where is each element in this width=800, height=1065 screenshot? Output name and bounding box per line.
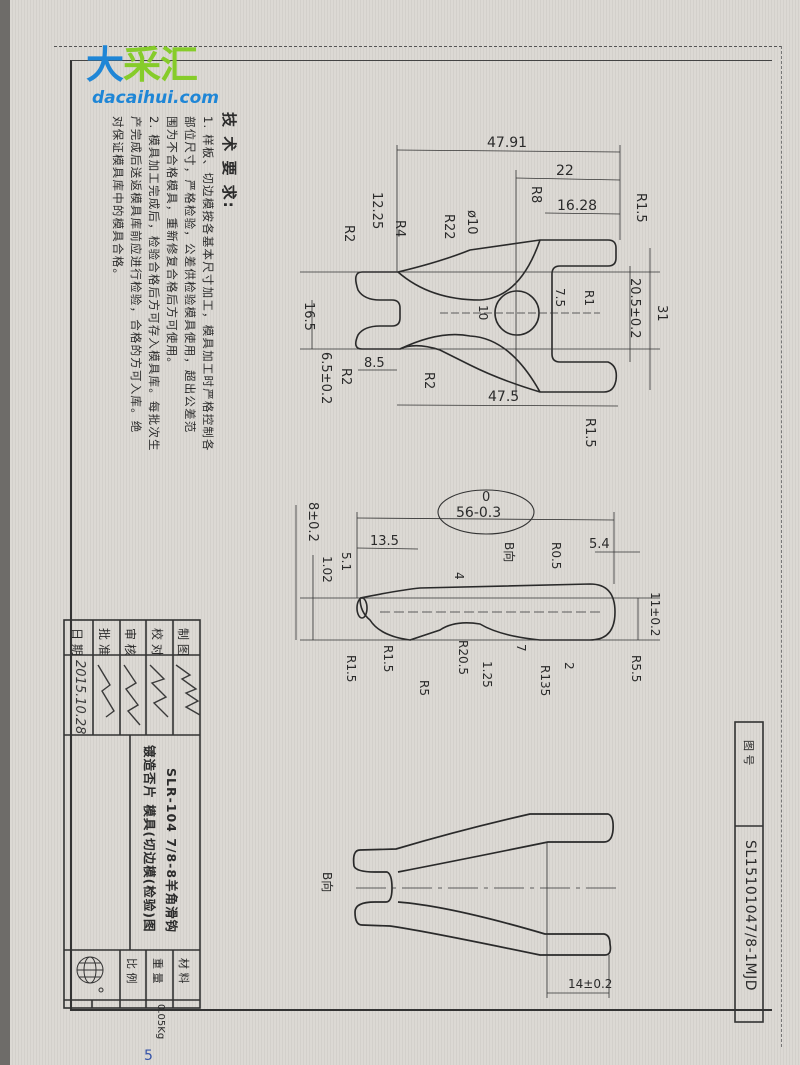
dim-label: R1.5 xyxy=(344,655,358,683)
drawing-number-value: SL15101047/8-1MJD xyxy=(742,840,758,992)
dim-label: R1.5 xyxy=(582,418,597,448)
dim-label: 20.5±0.2 xyxy=(627,278,642,339)
b-direction-label: B向 xyxy=(502,542,516,563)
dim-label: 1.25 xyxy=(480,661,494,688)
scanner-edge-shadow xyxy=(0,0,12,1065)
dim-label: R5 xyxy=(417,680,431,696)
dim-label: R4 xyxy=(392,220,407,238)
dim-label: 11±0.2 xyxy=(648,592,662,637)
title-block-label-material: 材 料 xyxy=(177,958,190,984)
view-b-label: B向 xyxy=(320,872,334,893)
dim-label: R2 xyxy=(338,368,353,386)
dim-label: R20.5 xyxy=(456,640,470,676)
view-b-dimension-lines xyxy=(356,842,620,998)
title-block-label-drafted: 制 图 xyxy=(176,628,190,656)
watermark-chars-green: 采汇 xyxy=(123,43,198,87)
dim-label: R0.5 xyxy=(549,542,563,570)
overall-dim-upper: 0 xyxy=(482,490,491,505)
sheet-outer-border xyxy=(54,46,782,1047)
title-block-date-value: 2015.10.28 xyxy=(72,660,87,735)
dim-label: 6.5±0.2 xyxy=(318,352,333,405)
dim-label: R2 xyxy=(341,225,356,243)
title-block-weight-value: 0.05Kg xyxy=(155,1004,166,1040)
drawing-title-line-1: SLR-104 7/8-8羊角滑钩 xyxy=(164,768,179,934)
drawing-number-label: 图 号 xyxy=(742,740,755,766)
top-view-dimension-lines xyxy=(300,145,660,407)
title-block-label-weight: 重 量 xyxy=(151,958,164,984)
dim-label: R1.5 xyxy=(381,645,395,673)
dim-label: 31 xyxy=(654,305,669,322)
view-b-outline xyxy=(352,813,614,956)
dim-label: 2 xyxy=(562,662,576,670)
drawing-sheet xyxy=(10,0,800,1065)
dim-label: 16.28 xyxy=(557,198,598,214)
title-block-label-reviewed: 审 核 xyxy=(123,628,137,656)
watermark-url: dacaihui.com xyxy=(92,88,219,108)
watermark-brand-cn: 大采汇 xyxy=(86,43,198,87)
dim-label: R22 xyxy=(441,214,456,240)
watermark-char-blue: 大 xyxy=(86,43,124,87)
handwritten-mark: 5 xyxy=(144,1048,153,1064)
drawing-title-line-2: 镀造否片 模具(切边模(检验)图 xyxy=(142,745,157,933)
title-block-grid xyxy=(63,619,764,1023)
dim-label: 4 xyxy=(452,572,466,580)
dim-label: R5.5 xyxy=(629,655,643,683)
dim-label: 12.25 xyxy=(369,192,384,230)
view-b-dimension: 14±0.2 xyxy=(568,977,613,991)
dim-label: R1.5 xyxy=(633,193,648,223)
dim-label: 13.5 xyxy=(370,534,399,549)
dim-label: R2 xyxy=(421,372,436,390)
title-block-label-checked: 校 对 xyxy=(150,628,164,656)
dim-label: 5.1 xyxy=(339,552,353,572)
dim-label: 47.91 xyxy=(487,135,528,151)
dim-label: 7 xyxy=(514,644,528,652)
dim-label: 16.5 xyxy=(301,302,316,331)
signature-scribbles xyxy=(97,664,201,726)
dim-label: R1 xyxy=(582,290,596,306)
title-block-label-scale: 比 例 xyxy=(125,958,138,984)
overall-dim: 56-0.3 xyxy=(456,505,502,521)
title-block-label-date: 日 期 xyxy=(70,628,84,656)
dim-label: ø10 xyxy=(464,210,479,235)
dim-label: 8±0.2 xyxy=(305,502,320,542)
watermark-logo: 大采汇 dacaihui.com xyxy=(80,44,220,114)
side-view-dimension-lines xyxy=(295,489,660,641)
dim-label: 1.02 xyxy=(320,556,334,583)
title-block-label-approved: 批 准 xyxy=(97,628,111,656)
dim-label: 22 xyxy=(556,163,574,179)
dim-label: R135 xyxy=(538,665,552,697)
dim-label: 8.5 xyxy=(364,356,385,371)
dim-label: 10 xyxy=(476,305,490,321)
company-logo-globe-icon xyxy=(76,956,104,993)
dim-label: 7.5 xyxy=(553,288,567,308)
dim-label: 47.5 xyxy=(488,389,520,405)
dim-label: 5.4 xyxy=(589,537,610,552)
dim-label: R8 xyxy=(528,186,543,204)
sheet-inner-border xyxy=(70,60,772,1011)
